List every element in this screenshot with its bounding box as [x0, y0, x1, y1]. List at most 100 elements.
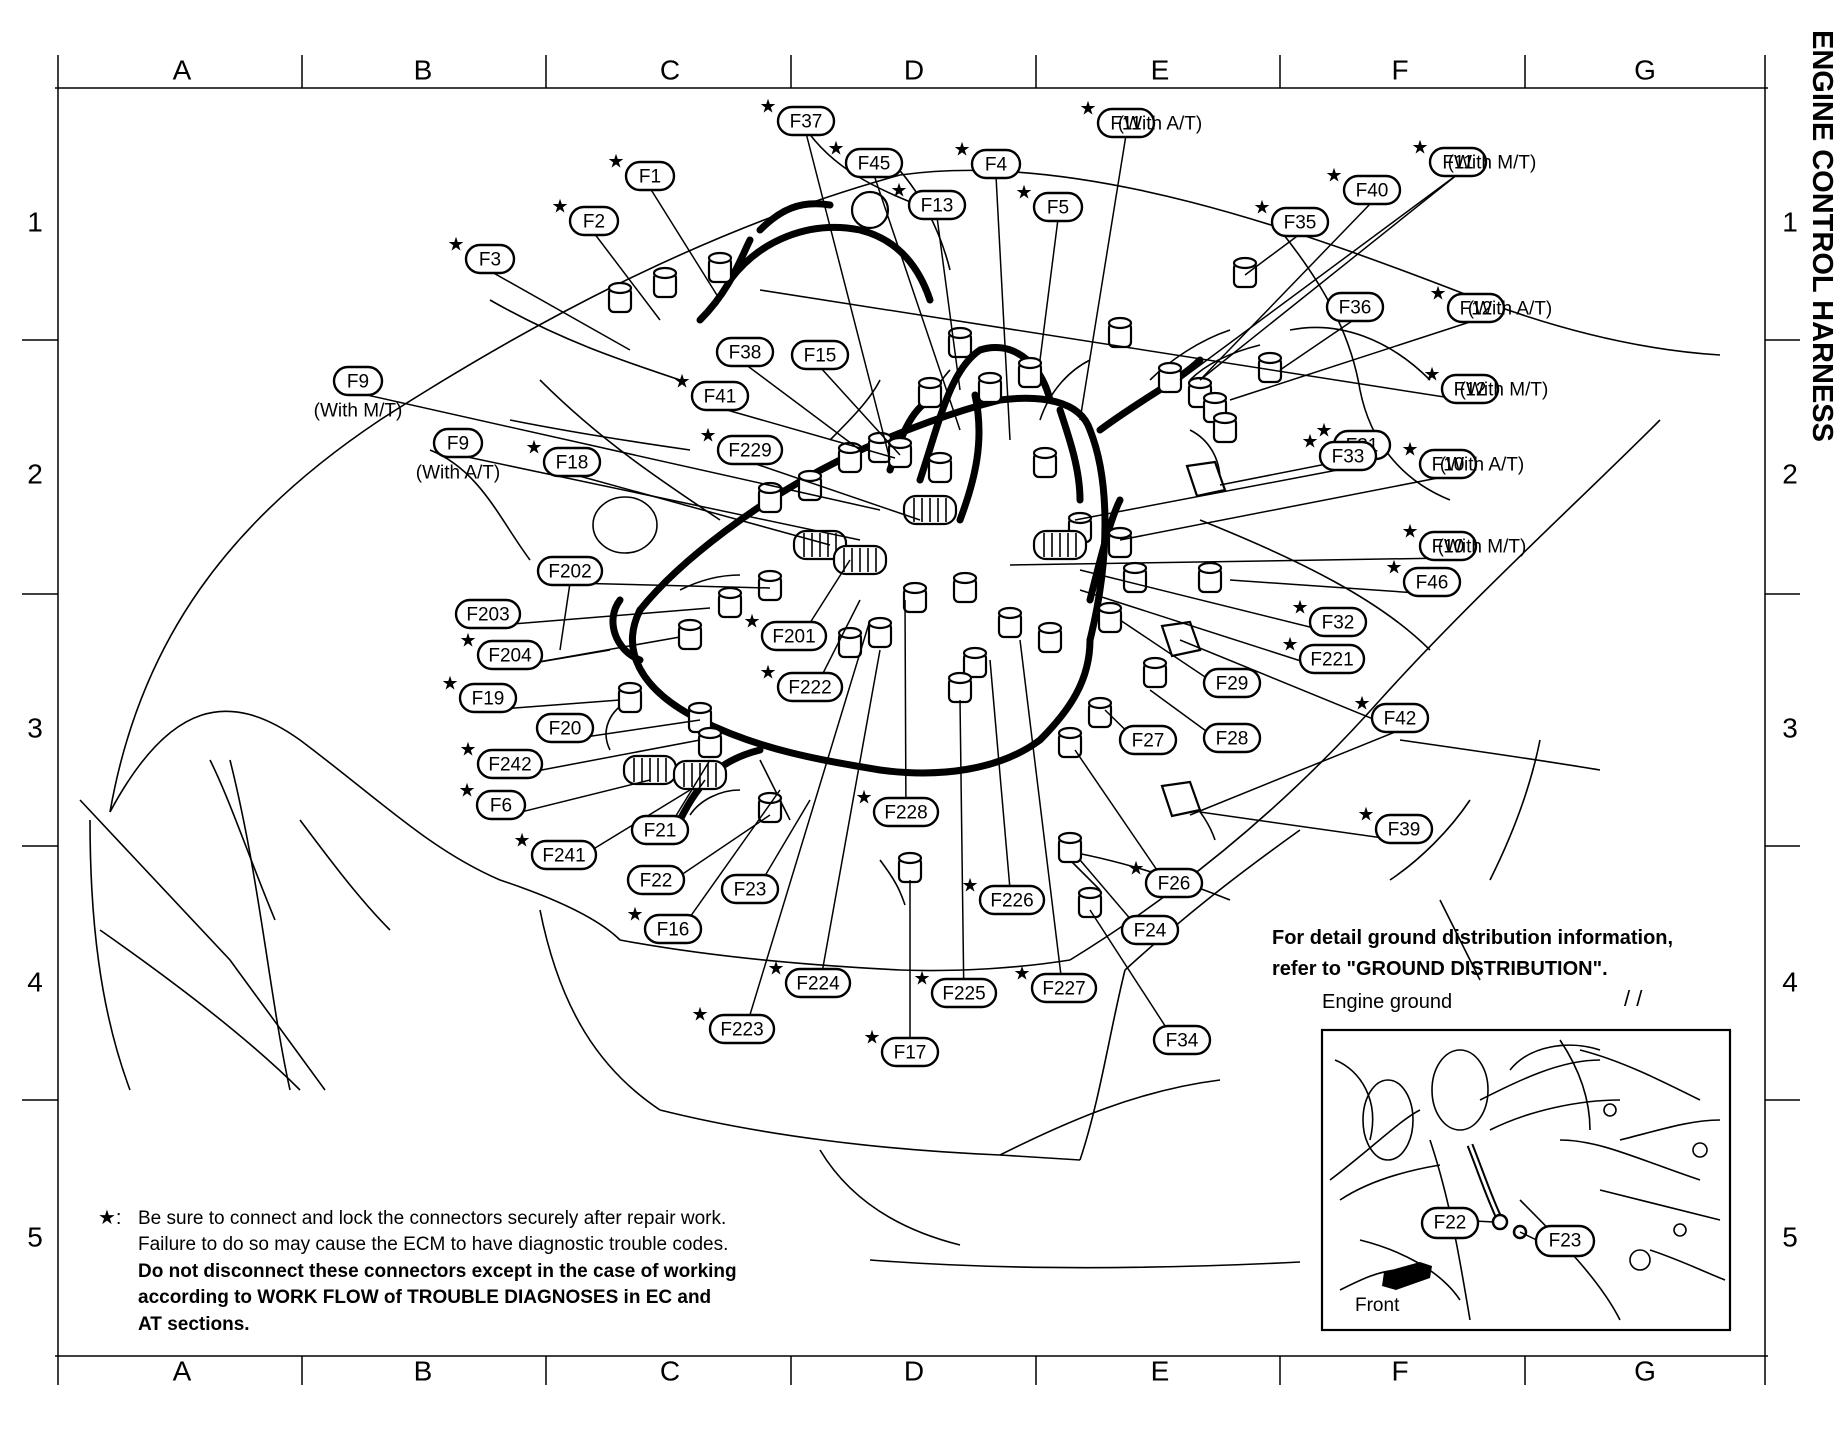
callout-f10-mt: F10★(With M/T) — [1401, 522, 1526, 562]
callout-f201: F201★ — [743, 612, 828, 652]
callout-f20: F20 — [535, 712, 595, 744]
column-label-a-bottom: A — [173, 1356, 192, 1387]
star-icon: ★ — [459, 631, 476, 652]
callout-box — [643, 913, 703, 945]
callout-label: F22 — [640, 871, 673, 892]
callout-f11-at: F11★(With A/T) — [1079, 99, 1202, 139]
front-label: Front — [1355, 1295, 1400, 1316]
row-label-2-left: 2 — [27, 459, 43, 490]
ground-detail-caption: Engine ground — [1322, 991, 1452, 1013]
leader-line — [805, 132, 891, 461]
leader-line — [1119, 475, 1449, 541]
callout-f10-at: F10★(With A/T) — [1401, 440, 1524, 480]
callout-label: F20 — [549, 719, 582, 740]
connector-body — [897, 851, 923, 884]
leader-line — [1279, 318, 1356, 371]
callout-label: F36 — [1339, 298, 1372, 319]
repair-note: ★: Be sure to connect and lock the conne… — [98, 1207, 737, 1335]
callout-label: F223 — [720, 1020, 763, 1041]
callout-box — [568, 205, 620, 237]
star-icon: ★ — [1015, 183, 1032, 204]
grid-frame — [22, 55, 1800, 1385]
leader-line — [1229, 579, 1433, 595]
callout-label: F35 — [1284, 213, 1317, 234]
leader-line — [1199, 173, 1459, 381]
callout-f21: F21 — [630, 814, 690, 846]
connector-body — [1142, 656, 1168, 689]
row-label-1-left: 1 — [27, 207, 43, 238]
star-icon: ★ — [1079, 99, 1096, 120]
connector-body — [1032, 529, 1088, 561]
star-icon: ★ — [691, 1005, 708, 1026]
star-icon: ★ — [673, 372, 690, 393]
leader-line — [1199, 811, 1405, 842]
callout-f37: F37★ — [759, 97, 836, 137]
note-line-1: Be sure to connect and lock the connecto… — [138, 1208, 726, 1229]
connector-bodies — [607, 190, 1283, 919]
callout-f33: F33★ — [1301, 432, 1378, 472]
callout-box — [542, 446, 602, 478]
callout-label: F229 — [728, 441, 771, 462]
callout-f40: F40★ — [1325, 166, 1402, 206]
star-icon: ★ — [447, 235, 464, 256]
callout-qualifier: (With A/T) — [416, 463, 500, 484]
callout-label: F19 — [472, 689, 505, 710]
callout-label: F225 — [942, 984, 985, 1005]
leader-line — [819, 366, 901, 456]
callout-f204: F204★ — [459, 631, 544, 671]
callout-box — [1370, 702, 1430, 734]
connector-body — [952, 571, 978, 604]
callout-box — [476, 748, 544, 780]
star-icon: ★ — [767, 959, 784, 980]
ground-info-line2: refer to "GROUND DISTRIBUTION". — [1272, 958, 1608, 980]
connector-body — [1077, 886, 1103, 919]
callout-box — [432, 427, 484, 459]
connector-body — [1017, 356, 1043, 389]
star-icon: ★ — [759, 663, 776, 684]
leader-line — [1229, 319, 1477, 401]
leader-line — [649, 187, 721, 301]
star-icon: ★ — [607, 152, 624, 173]
star-icon: ★ — [1127, 859, 1144, 880]
leader-line — [500, 779, 651, 818]
star-icon: ★ — [1401, 522, 1418, 543]
callout-box — [1418, 530, 1478, 562]
callout-label: F32 — [1322, 613, 1355, 634]
leader-line — [569, 582, 771, 589]
callout-label: F13 — [921, 196, 954, 217]
callout-f2: F2★ — [551, 197, 620, 237]
callout-f45: F45★ — [827, 139, 904, 179]
callout-box — [530, 839, 598, 871]
column-label-d-bottom: D — [904, 1356, 924, 1387]
callout-box — [844, 147, 904, 179]
connector-callouts: F37★F11★(With A/T)F45★F4★F1★F13★F5★F11★(… — [314, 97, 1552, 1068]
connector-body — [947, 326, 973, 359]
callout-box — [715, 336, 775, 368]
star-icon: ★ — [827, 139, 844, 160]
leader-line — [1189, 729, 1401, 816]
connector-body — [607, 281, 633, 314]
callout-label: F10 — [1432, 537, 1465, 558]
callout-f16: F16★ — [626, 905, 703, 945]
callout-f26: F26★ — [1127, 859, 1204, 899]
star-icon: ★ — [1385, 558, 1402, 579]
leader-line — [1074, 467, 1349, 521]
connector-body — [1232, 256, 1258, 289]
callout-box — [907, 189, 967, 221]
callout-f13: F13★ — [890, 181, 967, 221]
callout-label: F11 — [1110, 114, 1141, 135]
front-arrow-icon — [1382, 1262, 1432, 1290]
callout-label: F226 — [990, 891, 1033, 912]
star-icon: ★ — [863, 1028, 880, 1049]
leader-line — [1179, 173, 1459, 381]
callout-label: F5 — [1047, 198, 1069, 219]
callout-box — [930, 977, 998, 1009]
callout-f1: F1★ — [607, 152, 676, 192]
connector-body — [1097, 601, 1123, 634]
row-label-5-left: 5 — [27, 1222, 43, 1253]
connector-body — [652, 266, 678, 299]
callout-box — [458, 682, 518, 714]
callout-label: F12 — [1454, 380, 1487, 401]
callout-f17: F17★ — [863, 1028, 940, 1068]
connector-body — [707, 251, 733, 284]
